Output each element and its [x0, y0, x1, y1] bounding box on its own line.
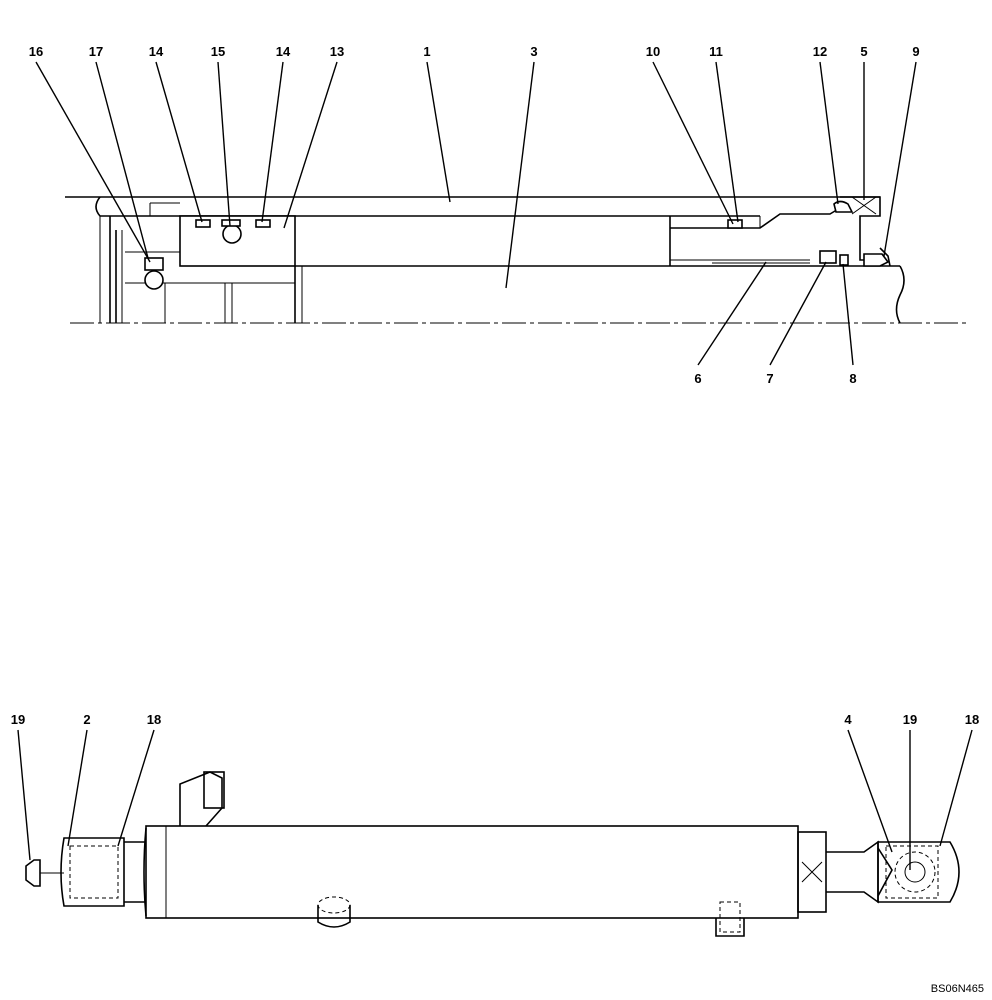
callout-19-right: 19 — [903, 712, 917, 727]
wear-ring-right — [255, 219, 271, 228]
rod-cover-section — [669, 196, 891, 267]
exterior-callouts: 19 2 18 4 19 18 — [11, 712, 979, 727]
exterior-view: 19 2 18 4 19 18 — [11, 712, 979, 937]
o-ring — [144, 270, 164, 290]
rod-eye — [877, 841, 960, 903]
callout-8: 8 — [849, 371, 856, 386]
callout-2: 2 — [83, 712, 90, 727]
backup-ring — [144, 257, 164, 271]
callout-13: 13 — [330, 44, 344, 59]
wear-ring-left — [195, 219, 211, 228]
boss-bottom — [317, 896, 351, 914]
backup-ring-gland — [833, 200, 854, 213]
drawing-code: BS06N465 — [931, 983, 984, 995]
cylinder-tube-body — [145, 825, 799, 919]
callout-17: 17 — [89, 44, 103, 59]
callout-19-left: 19 — [11, 712, 25, 727]
callout-4: 4 — [844, 712, 852, 727]
callout-14-right: 14 — [276, 44, 291, 59]
dust-wiper — [863, 253, 890, 267]
callout-10: 10 — [646, 44, 660, 59]
tube-clevis — [60, 837, 125, 907]
piston-section — [125, 215, 303, 323]
callout-7: 7 — [766, 371, 773, 386]
callout-12: 12 — [813, 44, 827, 59]
callout-15: 15 — [211, 44, 225, 59]
buffer-ring — [839, 254, 849, 266]
bushing-left — [69, 845, 119, 899]
rod-seal — [819, 250, 837, 264]
callout-3: 3 — [530, 44, 537, 59]
port-block-bottom — [715, 918, 745, 937]
rod-gland — [797, 831, 827, 913]
grease-fitting-left — [25, 859, 41, 887]
section-callouts: 16 17 14 15 14 13 1 3 10 11 12 5 9 6 7 8 — [29, 44, 920, 386]
bushing-right — [885, 845, 939, 899]
section-view: 16 17 14 15 14 13 1 3 10 11 12 5 9 6 7 8 — [29, 44, 970, 386]
callout-14-left: 14 — [149, 44, 164, 59]
port-block-top — [179, 771, 223, 827]
rod-exterior — [826, 840, 879, 904]
piston-seal — [222, 224, 242, 244]
callout-6: 6 — [694, 371, 701, 386]
callout-5: 5 — [860, 44, 867, 59]
callout-11: 11 — [709, 44, 723, 59]
o-ring-gland — [727, 219, 743, 229]
callout-9: 9 — [912, 44, 919, 59]
exterior-leaders — [17, 729, 973, 870]
piston-rod-section — [295, 265, 905, 324]
callout-18-left: 18 — [147, 712, 161, 727]
callout-16: 16 — [29, 44, 43, 59]
section-leaders — [35, 61, 917, 366]
callout-18-right: 18 — [965, 712, 979, 727]
callout-1: 1 — [423, 44, 430, 59]
